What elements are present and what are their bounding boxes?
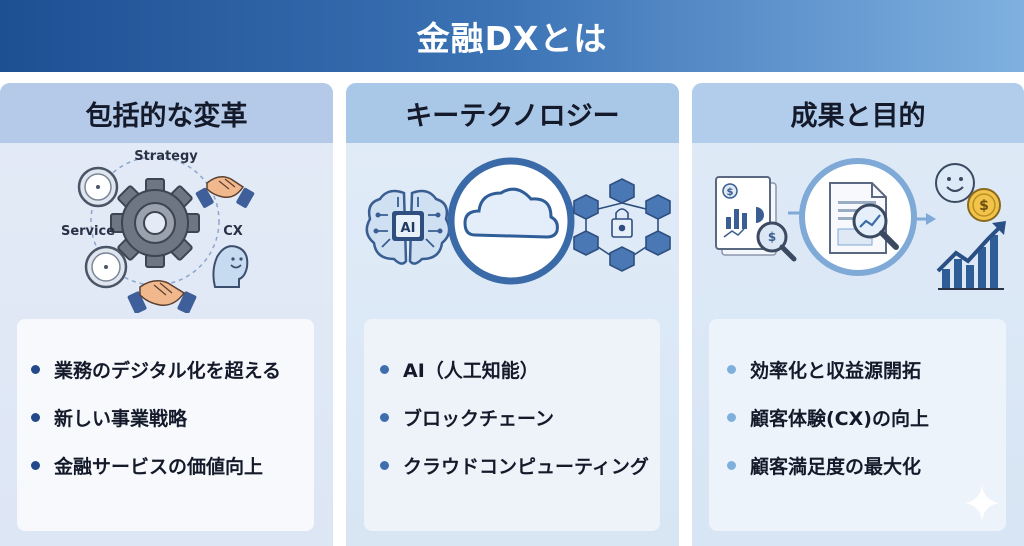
panel-key-technology: キーテクノロジー AI (346, 83, 679, 546)
bullet-dot (380, 412, 389, 422)
results-illustration: $ $ (715, 158, 1006, 290)
label-cx: CX (223, 224, 243, 239)
list-item: AI（人工知能） (380, 345, 646, 393)
bullet-dot (380, 460, 389, 470)
bullet-dot (727, 460, 736, 470)
gear-icon (110, 178, 200, 268)
bullet-dot (31, 364, 40, 374)
label-dollar: $ (979, 198, 989, 214)
label-service: Service (61, 224, 115, 239)
list-item: 顧客満足度の最大化 (727, 441, 992, 489)
bullet-dot (31, 460, 40, 470)
compass-icon (77, 166, 119, 208)
label-dollar: $ (727, 187, 734, 198)
cloud-icon (447, 157, 575, 285)
bullet-card: AI（人工知能） ブロックチェーン クラウドコンピューティング (364, 319, 660, 531)
bullet-dot (380, 364, 389, 374)
bullet-card: 効率化と収益源開拓 顧客体験(CX)の向上 顧客満足度の最大化 (709, 319, 1006, 531)
smiley-coin-icon: $ (935, 163, 1001, 222)
growth-chart-icon (936, 221, 1006, 290)
list-item: ブロックチェーン (380, 393, 646, 441)
compass-icon (84, 245, 128, 289)
panel-comprehensive-transformation: 包括的な変革 (0, 83, 333, 546)
label-ai: AI (401, 221, 416, 236)
blockchain-lock-icon (573, 178, 671, 272)
panel-heading: 包括的な変革 (0, 83, 333, 143)
bullet-dot (727, 412, 736, 422)
label-dollar: $ (768, 230, 776, 244)
list-item: 金融サービスの価値向上 (31, 441, 300, 489)
technology-illustration: AI (365, 157, 671, 285)
title-banner: 金融DXとは (0, 0, 1024, 72)
panel-heading: 成果と目的 (692, 83, 1024, 143)
report-magnifier-icon: $ $ (715, 176, 797, 262)
analysis-document-icon (788, 158, 936, 276)
person-smile-icon (212, 245, 249, 288)
list-item: 業務のデジタル化を超える (31, 345, 300, 393)
transformation-illustration: Strategy Service CX (61, 149, 255, 313)
list-item: 効率化と収益源開拓 (727, 345, 992, 393)
label-strategy: Strategy (134, 149, 198, 164)
page-title: 金融DXとは (416, 19, 608, 58)
list-item: 顧客体験(CX)の向上 (727, 393, 992, 441)
panel-heading: キーテクノロジー (346, 83, 679, 143)
sparkle-icon (964, 485, 1000, 521)
handshake-icon (127, 280, 197, 313)
bullet-dot (727, 364, 736, 374)
bullet-card: 業務のデジタル化を超える 新しい事業戦略 金融サービスの価値向上 (17, 319, 314, 531)
list-item: クラウドコンピューティング (380, 441, 649, 489)
panel-results-and-goals: 成果と目的 $ $ (692, 83, 1024, 546)
bullet-dot (31, 412, 40, 422)
brain-chip-icon: AI (365, 189, 451, 265)
list-item: 新しい事業戦略 (31, 393, 300, 441)
handshake-icon (195, 176, 255, 208)
